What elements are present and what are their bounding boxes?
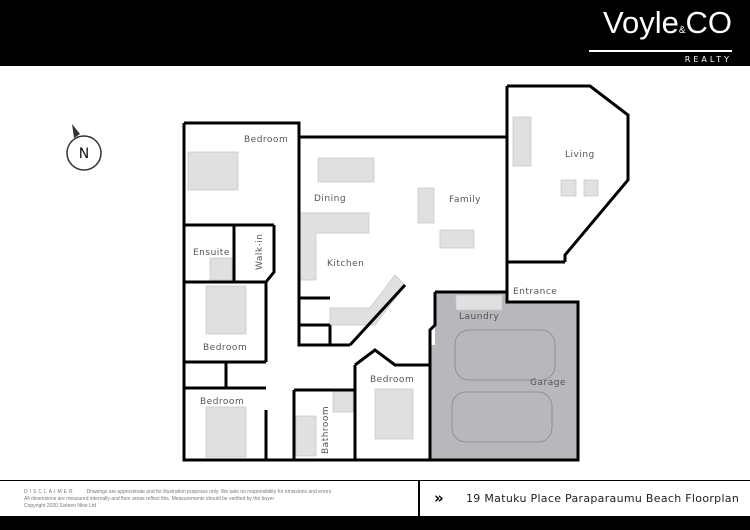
bed-icon (374, 388, 414, 440)
bed-icon (205, 285, 247, 335)
brand-name: Voyle (602, 5, 679, 40)
brand-amp: & (678, 25, 686, 36)
bed-icon (187, 151, 239, 191)
walls (182, 84, 630, 462)
disclaimer-title: DISCLAIMER (24, 489, 75, 495)
car-icon (454, 329, 556, 381)
brand-co: CO (685, 5, 733, 40)
address-title: 19 Matuku Place Paraparaumu Beach Floorp… (466, 492, 740, 505)
room-label-laundry: Laundry (459, 312, 499, 322)
brand-logo: Voyle&CO REALTY (589, 6, 732, 64)
room-label-family: Family (449, 195, 481, 205)
sofa-icon (512, 116, 532, 167)
bathtub-icon (295, 415, 317, 457)
disclaimer: DISCLAIMER Drawings are approximate and f… (24, 489, 331, 510)
bed-icon (205, 406, 247, 458)
bottom-bar (0, 516, 750, 530)
brand-tagline: REALTY (684, 55, 732, 64)
room-label-bedroom: Bedroom (203, 343, 247, 353)
room-label-ensuite: Ensuite (193, 248, 230, 258)
disclaimer-line: Drawings are approximate and for illustr… (86, 489, 332, 495)
room-label-living: Living (565, 150, 595, 160)
compass: N (66, 124, 102, 171)
compass-label: N (79, 146, 89, 162)
address-panel: » 19 Matuku Place Paraparaumu Beach Floo… (418, 481, 750, 517)
room-labels: Bedroom Dining Family Living Ensuite Wal… (193, 135, 595, 454)
garage-floor (430, 292, 578, 460)
header: Voyle&CO REALTY (0, 0, 750, 66)
room-label-bedroom: Bedroom (200, 397, 244, 407)
shower-icon (209, 257, 233, 281)
room-label-entrance: Entrance (513, 287, 557, 297)
logo-rule (589, 50, 732, 52)
north-arrow-icon (72, 124, 80, 138)
room-label-garage: Garage (530, 378, 566, 388)
disclaimer-line: All dimensions are measured internally a… (24, 496, 275, 502)
room-label-walkin: Walk-in (255, 233, 265, 270)
double-chevron-right-icon: » (434, 489, 444, 507)
kitchen-bench (299, 212, 370, 281)
room-label-kitchen: Kitchen (327, 259, 364, 269)
footer: DISCLAIMER Drawings are approximate and f… (0, 480, 750, 517)
furniture (187, 116, 599, 458)
car-icon (451, 391, 553, 443)
sofa-icon (439, 229, 475, 249)
shower-icon (332, 389, 354, 413)
room-label-bedroom: Bedroom (370, 375, 414, 385)
kitchen-island (329, 274, 406, 326)
armchair-icon (560, 179, 577, 197)
dining-table-icon (317, 157, 375, 183)
sofa-icon (417, 187, 435, 224)
copyright: Copyright 2020 Sixteen Nine Ltd (24, 503, 96, 509)
cars (451, 329, 556, 443)
room-label-bathroom: Bathroom (321, 406, 331, 454)
armchair-icon (583, 179, 599, 197)
floor-plan: N (66, 84, 630, 462)
laundry-units (455, 294, 503, 311)
room-label-dining: Dining (314, 194, 346, 204)
room-label-bedroom: Bedroom (244, 135, 288, 145)
